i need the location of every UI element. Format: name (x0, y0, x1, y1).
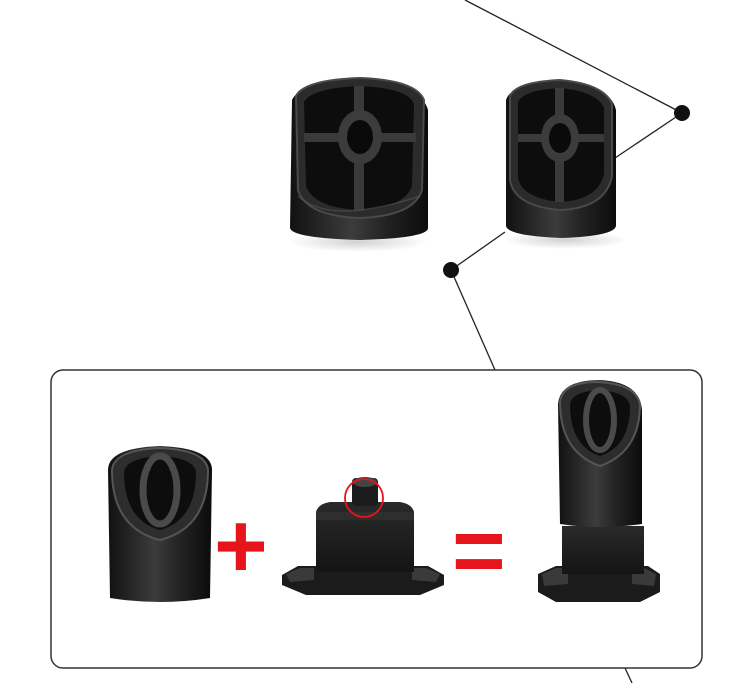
assembly-cap (108, 446, 212, 602)
leader-line-to-frame (450, 269, 496, 371)
leader-line-bottom (624, 667, 633, 683)
plus-sign: + (214, 495, 268, 597)
assembly-frame (50, 369, 703, 669)
leader-line-to-right-part (611, 112, 683, 161)
assembly-result (538, 380, 660, 602)
leader-dot-left (443, 262, 459, 278)
assembly-base (282, 477, 444, 595)
top-right-part (503, 78, 627, 249)
leader-lines (450, 0, 683, 683)
leader-line-to-bottom-dot (450, 231, 506, 271)
equals-sign: = (452, 500, 506, 602)
leader-dot-right (674, 105, 690, 121)
top-left-part (288, 76, 428, 252)
highlight-circle (344, 478, 384, 518)
leader-line-top (464, 0, 683, 114)
